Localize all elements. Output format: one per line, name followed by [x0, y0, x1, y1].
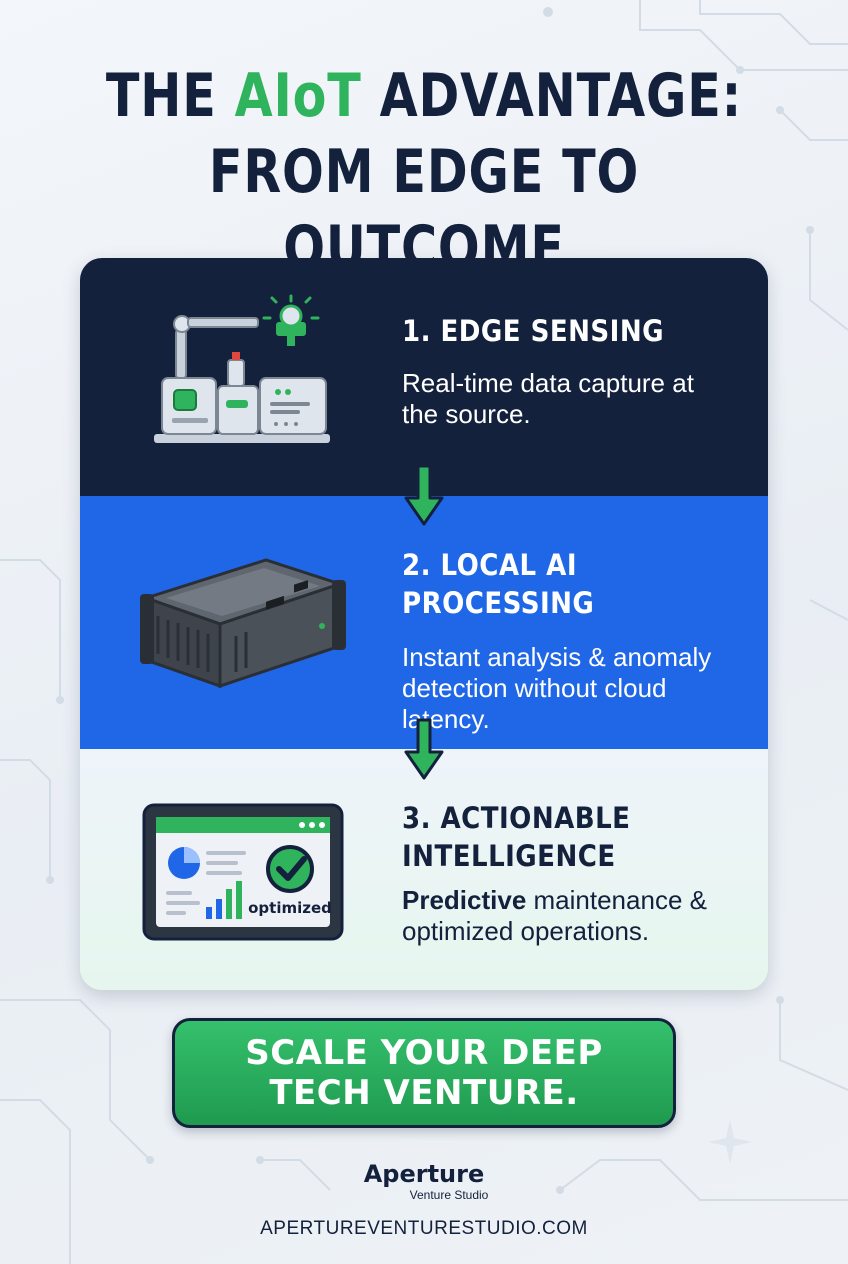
headline-accent: AIoT: [234, 61, 362, 131]
arrow-down-icon: [404, 464, 444, 526]
headline-line1: THE AIoT ADVANTAGE:: [105, 61, 743, 131]
dashboard-monitor-icon: optimized: [142, 803, 344, 941]
factory-sensor-icon: [154, 294, 330, 443]
step-edge-sensing: 1. EDGE SENSING Real-time data capture a…: [80, 258, 768, 496]
screen-label: optimized: [248, 899, 332, 917]
step-description: Real-time data capture at the source.: [402, 368, 694, 429]
step-title: 3. ACTIONABLE INTELLIGENCE: [402, 801, 631, 873]
step-actionable-intelligence: optimized 3. ACTIONABLE INTELLIGENCE Pre…: [80, 749, 768, 990]
step-local-ai-processing: 2. LOCAL AI PROCESSING Instant analysis …: [80, 496, 768, 749]
brand-tagline: Venture Studio: [409, 1188, 489, 1202]
scale-venture-button[interactable]: SCALE YOUR DEEP TECH VENTURE.: [172, 1018, 676, 1128]
step-title: 2. LOCAL AI PROCESSING: [402, 548, 595, 620]
step-description: Instant analysis & anomaly detection wit…: [402, 642, 712, 734]
step-title: 1. EDGE SENSING: [402, 314, 664, 348]
cta-label: SCALE YOUR DEEP TECH VENTURE.: [245, 1033, 603, 1113]
brand-logo: Aperture: [363, 1160, 485, 1188]
arrow-down-icon: [404, 718, 444, 780]
headline: THE AIoT ADVANTAGE: FROM EDGE TO OUTCOME: [76, 58, 771, 286]
steps-card: 1. EDGE SENSING Real-time data capture a…: [80, 258, 768, 990]
step-description: Predictive maintenance & optimized opera…: [402, 885, 707, 946]
edge-device-icon: [140, 558, 346, 689]
site-url[interactable]: APERTUREVENTURESTUDIO.COM: [260, 1218, 588, 1239]
sparkle-icon: [708, 1120, 752, 1164]
